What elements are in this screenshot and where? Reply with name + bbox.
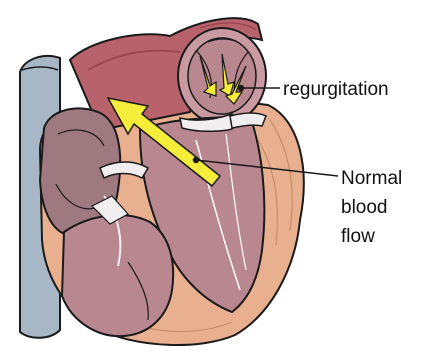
label-normal: Normal (341, 168, 402, 189)
label-flow: flow (341, 226, 375, 247)
label-blood: blood (341, 197, 388, 218)
aortic-valve (178, 28, 266, 124)
label-regurgitation: regurgitation (283, 79, 389, 100)
